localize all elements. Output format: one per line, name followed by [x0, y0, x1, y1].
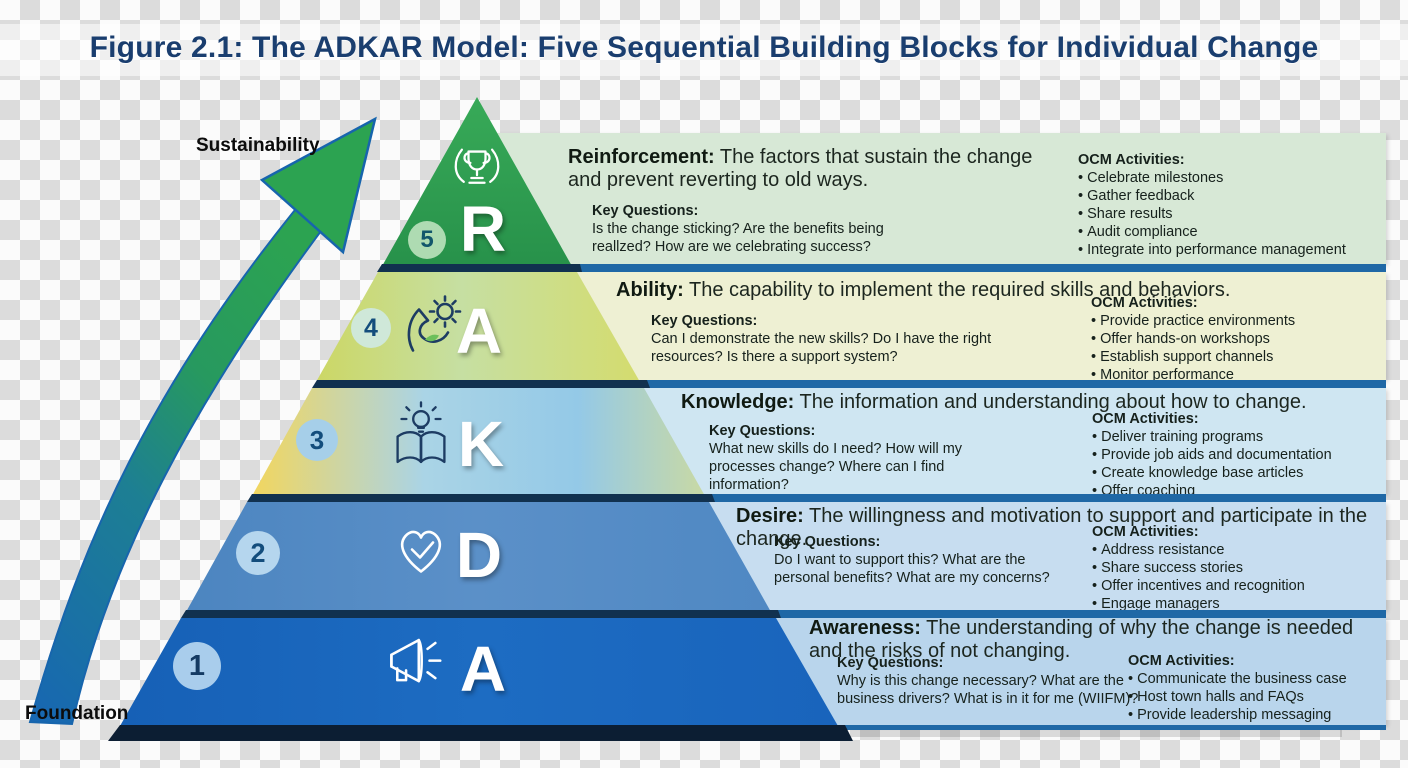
ocm-item: Address resistance — [1092, 542, 1404, 560]
desire-key-questions: Key Questions: Do I want to support this… — [774, 534, 1074, 588]
panel-base-shadow — [850, 730, 1342, 737]
reinforcement-description: Reinforcement: The factors that sustain … — [568, 146, 1058, 192]
level-3-letter: K — [457, 408, 505, 480]
title-band — [0, 24, 1408, 76]
ocm-label: OCM Activities: — [1128, 653, 1235, 669]
ocm-item: Establish support channels — [1091, 349, 1391, 367]
ocm-item: Deliver training programs — [1092, 429, 1404, 447]
awareness-kq-text: Why is this change necessary? What are t… — [837, 672, 1139, 707]
level-4-letter: A — [455, 295, 503, 367]
ocm-item: Create knowledge base articles — [1092, 465, 1404, 483]
ocm-item: Share results — [1078, 206, 1390, 224]
ocm-label: OCM Activities: — [1091, 295, 1198, 311]
awareness-key-questions: Key Questions: Why is this change necess… — [837, 655, 1139, 709]
key-questions-label: Key Questions: — [592, 203, 699, 219]
level-5-letter: R — [459, 193, 507, 265]
level-1-letter: A — [459, 633, 507, 705]
separator-bar-dark — [181, 610, 781, 618]
level-3-badge: 3 — [296, 419, 338, 461]
base-line — [838, 725, 1386, 730]
ocm-item: Gather feedback — [1078, 188, 1390, 206]
trophy-laurel-icon — [443, 136, 511, 209]
ability-ocm: OCM Activities: Provide practice environ… — [1091, 295, 1391, 385]
awareness-term: Awareness: — [809, 617, 921, 639]
ocm-item: Offer coaching — [1092, 483, 1404, 501]
ability-desc-text: The capability to implement the required… — [688, 279, 1231, 301]
knowledge-ocm: OCM Activities: Deliver training program… — [1092, 411, 1404, 501]
ocm-item: Provide practice environments — [1091, 313, 1391, 331]
level-1-badge: 1 — [173, 642, 221, 690]
level-2-badge: 2 — [236, 531, 280, 575]
ocm-label: OCM Activities: — [1078, 152, 1185, 168]
key-questions-label: Key Questions: — [837, 655, 944, 671]
reinforcement-key-questions: Key Questions: Is the change sticking? A… — [592, 203, 902, 257]
awareness-desc-text: The understanding of why the change is n… — [809, 617, 1354, 662]
level-2-letter: D — [455, 519, 503, 591]
ability-term: Ability: — [616, 279, 684, 301]
heart-check-icon — [385, 514, 457, 591]
ocm-item: Share success stories — [1092, 560, 1404, 578]
desire-kq-text: Do I want to support this? What are the … — [774, 551, 1050, 586]
reinforcement-desc-text: The factors that sustain the change and … — [568, 146, 1033, 191]
awareness-ocm: OCM Activities: Communicate the business… — [1128, 653, 1396, 725]
ocm-item: Integrate into performance management — [1078, 242, 1390, 260]
ocm-label: OCM Activities: — [1092, 411, 1199, 427]
key-questions-label: Key Questions: — [709, 423, 816, 439]
knowledge-description: Knowledge: The information and understan… — [681, 391, 1381, 414]
ability-key-questions: Key Questions: Can I demonstrate the new… — [651, 313, 1006, 367]
level-4-badge: 4 — [351, 308, 391, 348]
knowledge-kq-text: What new skills do I need? How will my p… — [709, 440, 963, 493]
knowledge-desc-text: The information and understanding about … — [799, 391, 1307, 413]
sustainability-label: Sustainability — [196, 135, 320, 156]
ocm-item: Host town halls and FAQs — [1128, 689, 1396, 707]
reinforcement-kq-text: Is the change sticking? Are the benefits… — [592, 220, 884, 255]
separator-bar-dark — [312, 380, 650, 388]
ocm-item: Celebrate milestones — [1078, 170, 1390, 188]
knowledge-key-questions: Key Questions: What new skills do I need… — [709, 423, 981, 495]
reinforcement-ocm: OCM Activities: Celebrate milestones Gat… — [1078, 152, 1390, 260]
ocm-item: Audit compliance — [1078, 224, 1390, 242]
ocm-item: Offer incentives and recognition — [1092, 578, 1404, 596]
ocm-item: Monitor performance — [1091, 367, 1391, 385]
ocm-item: Engage managers — [1092, 596, 1404, 614]
desire-ocm: OCM Activities: Address resistance Share… — [1092, 524, 1404, 614]
desire-term: Desire: — [736, 505, 804, 527]
ability-kq-text: Can I demonstrate the new skills? Do I h… — [651, 330, 992, 365]
foundation-label: Foundation — [25, 703, 129, 724]
figure-title: Figure 2.1: The ADKAR Model: Five Sequen… — [89, 31, 1319, 64]
key-questions-label: Key Questions: — [774, 534, 881, 550]
ocm-item: Communicate the business case — [1128, 671, 1396, 689]
muscle-gear-icon — [393, 291, 469, 372]
reinforcement-term: Reinforcement: — [568, 146, 715, 168]
knowledge-term: Knowledge: — [681, 391, 795, 413]
ocm-label: OCM Activities: — [1092, 524, 1199, 540]
level-5-badge: 5 — [408, 221, 446, 259]
key-questions-label: Key Questions: — [651, 313, 758, 329]
separator-bar — [578, 264, 1386, 272]
megaphone-icon — [368, 624, 450, 711]
ocm-item: Provide leadership messaging — [1128, 707, 1396, 725]
separator-bar-dark — [247, 494, 715, 502]
ocm-item: Offer hands-on workshops — [1091, 331, 1391, 349]
pyramid-base-shadow — [108, 725, 853, 741]
book-lightbulb-icon — [382, 400, 460, 483]
ocm-item: Provide job aids and documentation — [1092, 447, 1404, 465]
